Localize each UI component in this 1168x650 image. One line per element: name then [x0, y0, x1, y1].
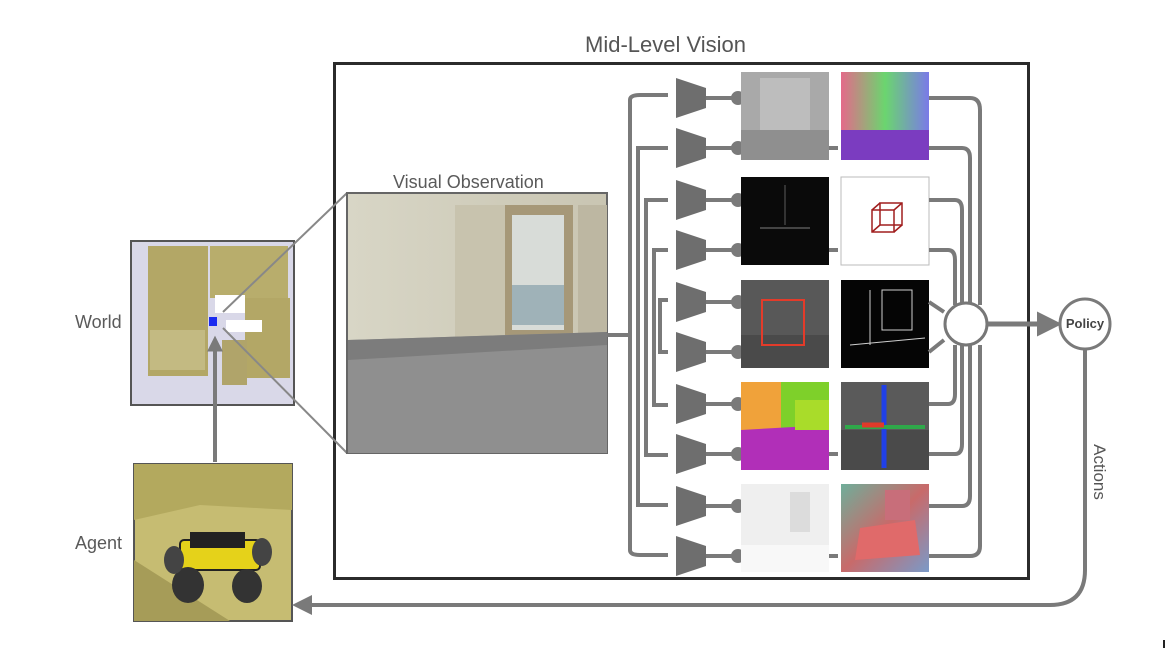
feature-map-edge-map: [841, 280, 929, 368]
feature-map-white-depth: [741, 484, 829, 572]
feature-map-segmentation: [741, 382, 829, 470]
encoder-1: [676, 78, 706, 118]
visual-observation-image: [346, 192, 608, 454]
zoom-line-bottom: [222, 327, 348, 454]
encoder-output-lines: [706, 91, 745, 563]
encoder-7: [676, 384, 706, 424]
visual-observation-label: Visual Observation: [393, 172, 544, 192]
agent-render: [133, 463, 293, 622]
encoder-4: [676, 230, 706, 270]
world-label: World: [75, 312, 122, 332]
feature-map-3d-cube: [840, 176, 930, 266]
mid-level-vision-frame: [333, 62, 1030, 580]
agent-marker: [209, 317, 217, 326]
feature-output-lines: [829, 96, 982, 558]
encoder-6: [676, 332, 706, 372]
encoder-10: [676, 536, 706, 576]
encoder-3: [676, 180, 706, 220]
feature-map-box-detection: [741, 280, 829, 368]
world-map: [130, 240, 295, 406]
zoom-line-top: [222, 192, 348, 313]
feature-map-grayscale: [741, 72, 829, 160]
feature-map-rgb-normals: [841, 72, 929, 160]
encoder-input-lines: [628, 93, 668, 557]
diagram-title: Mid-Level Vision: [585, 32, 747, 57]
merge-node: [943, 301, 989, 347]
policy-label: Policy: [1065, 316, 1105, 331]
encoder-5: [676, 282, 706, 322]
feature-map-curvature: [841, 484, 929, 572]
encoder-2: [676, 128, 706, 168]
feature-map-dark-edges: [741, 177, 829, 265]
actions-label: Actions: [1090, 444, 1109, 500]
encoders: [676, 78, 706, 576]
feature-map-vanishing-points: [841, 382, 929, 470]
agent-label: Agent: [75, 533, 123, 553]
actions-arrow: [292, 349, 1087, 615]
encoder-9: [676, 486, 706, 526]
encoder-8: [676, 434, 706, 474]
corner-mark: [1163, 640, 1165, 648]
